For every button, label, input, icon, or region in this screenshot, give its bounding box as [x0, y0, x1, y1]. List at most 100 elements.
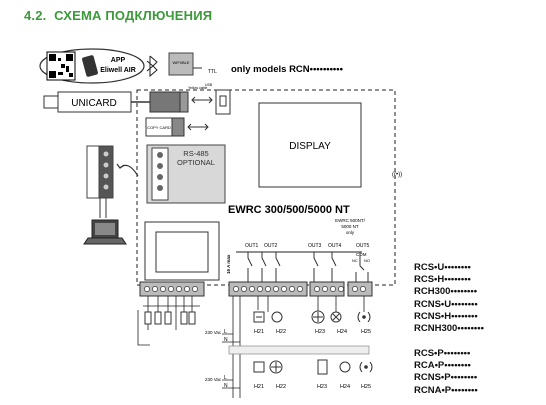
bottom-terminal-strip	[228, 345, 370, 355]
out1-label: OUT1	[245, 243, 259, 249]
app-name: Eliwell AIR	[100, 67, 136, 74]
supply-line-l-1: L	[224, 329, 227, 335]
unicard-label: UNICARD	[71, 98, 117, 109]
out2-label: OUT2	[264, 243, 278, 249]
loads-bottom	[253, 359, 373, 375]
terminal-screw	[297, 286, 303, 292]
terminal-screw	[265, 286, 271, 292]
model-code: RCS•H••••••••	[414, 274, 471, 286]
model-code: RCNH300••••••••	[414, 323, 484, 335]
model-codes-group-1: RCS•U•••••••• RCS•H•••••••• RCH300••••••…	[414, 262, 484, 335]
com-label: COM	[356, 252, 367, 257]
bluetooth-icon	[146, 55, 158, 78]
terminal-screw	[176, 286, 182, 292]
supply-line-n-1: N	[224, 337, 228, 343]
only-models-label: only models RCN••••••••••	[231, 64, 344, 75]
terminal-screw	[168, 286, 174, 292]
main-terminal-strip	[139, 281, 373, 297]
load-top-h21: H21	[254, 329, 264, 335]
no-label: NO	[364, 258, 370, 263]
usb-label: USB	[205, 83, 213, 87]
yellow-cable-label: Yellow cable	[188, 86, 207, 90]
out4-label: OUT4	[328, 243, 342, 249]
terminal-screw	[257, 286, 263, 292]
terminal-screw	[160, 286, 166, 292]
supply-label-1: 230 Vac	[205, 330, 222, 335]
lamp-icon	[339, 361, 351, 373]
terminal-screw	[352, 286, 358, 292]
load-bottom-h25: H25	[361, 384, 371, 390]
terminal-screw	[289, 286, 295, 292]
rs485-module: RS-485 OPTIONAL	[146, 144, 226, 204]
transformer	[144, 221, 220, 281]
loads-top	[253, 310, 371, 324]
model-code: RCNA•P••••••••	[414, 384, 478, 396]
heater-icon	[317, 359, 328, 375]
ttl-label: TTL	[208, 69, 217, 75]
terminal-screws	[144, 286, 366, 292]
nc-label: NC	[352, 258, 358, 263]
terminal-screw	[241, 286, 247, 292]
qr-code-icon	[46, 51, 76, 81]
relay-contacts	[236, 251, 369, 282]
terminal-screw	[152, 286, 158, 292]
supply-line-l-2: L	[224, 375, 227, 381]
usb-icon	[215, 89, 231, 115]
sensor-probes	[144, 311, 196, 325]
smartphone-icon	[82, 55, 98, 77]
load-bottom-h24: H24	[340, 384, 350, 390]
model-code: RCNS•P••••••••	[414, 372, 478, 384]
out-note-1: EWRC 500NT/	[335, 218, 366, 223]
laptop-icon	[83, 219, 127, 245]
model-title: EWRC 300/500/5000 NT	[228, 204, 350, 216]
buzzer-icon	[359, 361, 373, 373]
load-top-h24: H24	[337, 329, 347, 335]
usb-arrow	[191, 96, 213, 104]
fan-icon	[311, 310, 325, 324]
model-code: RCS•U••••••••	[414, 262, 471, 273]
rs485-label: RS-485	[183, 149, 208, 158]
model-code: RCH300••••••••	[414, 286, 478, 298]
out-note-2: 5000 NT	[341, 224, 359, 229]
supply-label-2: 230 Vac	[205, 377, 222, 382]
model-code: RCS•P••••••••	[414, 348, 471, 359]
terminal-screw	[273, 286, 279, 292]
display-label: DISPLAY	[289, 141, 331, 152]
model-code: RCNS•U••••••••	[414, 298, 478, 310]
terminal-screw	[360, 286, 366, 292]
load-bottom-h23: H23	[317, 384, 327, 390]
buzzer-icon	[357, 311, 371, 323]
terminal-screw	[192, 286, 198, 292]
load-bottom-h22: H22	[276, 384, 286, 390]
terminal-screw	[330, 286, 336, 292]
load-top-h25: H25	[361, 329, 371, 335]
out5-label: OUT5	[356, 243, 370, 249]
copy-card-label: COPY CARD	[147, 125, 171, 130]
terminal-screw	[338, 286, 344, 292]
max-current-label: 16 A max	[226, 254, 231, 274]
external-terminal	[86, 145, 114, 199]
rs485-optional: OPTIONAL	[177, 158, 215, 167]
model-codes-group-2: RCS•P•••••••• RCA•P•••••••• RCNS•P••••••…	[414, 348, 478, 397]
model-code: RCNS•H••••••••	[414, 310, 478, 322]
lamp-icon	[330, 311, 342, 323]
supply-line-n-2: N	[224, 383, 228, 389]
side-icon: ((•))	[392, 172, 402, 178]
app-callout: APP Eliwell AIR	[39, 48, 145, 84]
terminal-screw	[184, 286, 190, 292]
module-text: WIFI/BLE	[172, 60, 189, 65]
out-note-3: only	[346, 230, 355, 235]
terminal-screw	[233, 286, 239, 292]
section-heading: 4.2. СХЕМА ПОДКЛЮЧЕНИЯ	[24, 8, 212, 23]
model-code: RCA•P••••••••	[414, 360, 471, 372]
terminal-screw	[281, 286, 287, 292]
heater-icon	[253, 361, 265, 373]
terminal-screw	[144, 286, 150, 292]
lamp-icon	[271, 311, 283, 323]
load-top-h23: H23	[315, 329, 325, 335]
unicard: UNICARD	[43, 91, 150, 113]
display-box	[258, 102, 362, 188]
section-number: 4.2.	[24, 8, 47, 23]
fan-icon	[269, 360, 283, 374]
